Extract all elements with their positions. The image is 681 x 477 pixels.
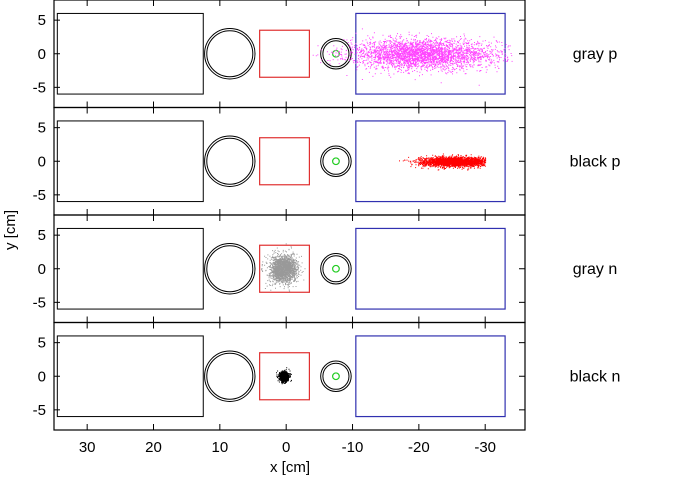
small-ring-outer <box>320 37 352 70</box>
scatter-cloud <box>261 243 306 292</box>
y-tick-label: 0 <box>38 46 46 63</box>
y-tick-label: 0 <box>38 153 46 170</box>
small-ring-outer <box>320 145 352 178</box>
large-ring-outer <box>204 28 256 80</box>
large-ring-outer <box>204 243 256 295</box>
x-tick-label: -10 <box>342 439 364 456</box>
x-tick-label: -30 <box>474 439 496 456</box>
target-box <box>259 244 311 293</box>
y-tick-label: -5 <box>33 402 46 419</box>
large-ring-inner <box>206 30 254 78</box>
scatter-points <box>276 367 292 385</box>
panel-label: gray n <box>573 261 617 278</box>
left-box <box>56 335 204 418</box>
small-ring-outer <box>320 360 352 393</box>
large-ring-inner <box>206 352 254 400</box>
y-tick-label: 5 <box>38 120 46 137</box>
target-box <box>259 352 311 401</box>
beam-spot <box>332 157 340 166</box>
scatter-points <box>312 28 513 86</box>
y-axis-label: y [cm] <box>2 210 19 250</box>
large-ring-inner <box>206 245 254 293</box>
left-box <box>56 227 204 310</box>
beam-spot <box>332 264 340 273</box>
small-ring-inner <box>322 255 350 283</box>
left-box <box>56 120 204 203</box>
small-ring-inner <box>322 147 350 175</box>
panel-label: gray p <box>573 46 618 63</box>
y-tick-label: 0 <box>38 368 46 385</box>
y-tick-label: 0 <box>38 261 46 278</box>
panel-label: black p <box>570 153 621 170</box>
y-tick-label: -5 <box>33 79 46 96</box>
x-tick-label: 20 <box>145 439 162 456</box>
panel-gray-p: 5 0 -5 gray p <box>33 0 618 109</box>
panels: 5 0 -5 gray p 5 0 -5 black p 5 0 -5 gray n 5 0 -5 black… <box>33 0 621 431</box>
small-ring-inner <box>322 40 350 68</box>
scatter-cloud <box>312 28 513 86</box>
panel-frame <box>53 0 526 109</box>
large-ring-outer <box>204 350 256 402</box>
x-axis-label: x [cm] <box>270 459 310 476</box>
x-tick-label: -20 <box>408 439 430 456</box>
x-tick-label: 0 <box>282 439 290 456</box>
detector-box <box>355 335 506 418</box>
scatter-points <box>261 243 306 292</box>
scatter-points <box>399 153 487 171</box>
small-ring-inner <box>322 362 350 390</box>
large-ring-inner <box>206 137 254 185</box>
target-box <box>259 29 311 78</box>
left-box <box>56 12 204 95</box>
target-box <box>259 137 311 186</box>
detector-box <box>355 120 506 203</box>
y-tick-label: 5 <box>38 227 46 244</box>
panel-black-p: 5 0 -5 black p <box>33 106 621 216</box>
small-ring-outer <box>320 252 352 285</box>
y-tick-label: 5 <box>38 12 46 29</box>
y-tick-label: -5 <box>33 187 46 204</box>
y-tick-label: -5 <box>33 294 46 311</box>
scatter-cloud <box>399 153 487 171</box>
x-tick-label: 10 <box>212 439 229 456</box>
x-tick-label: 30 <box>79 439 96 456</box>
detector-box <box>355 227 506 310</box>
panel-black-n: 5 0 -5 black n <box>33 321 621 431</box>
scatter-cloud <box>276 367 292 385</box>
panel-label: black n <box>570 368 621 385</box>
large-ring-outer <box>204 135 256 187</box>
y-tick-label: 5 <box>38 335 46 352</box>
beam-spot <box>332 372 340 381</box>
panel-gray-n: 5 0 -5 gray n <box>33 214 617 324</box>
x-axis-tick-labels: 30 20 10 0 -10 -20 -30 <box>79 439 496 456</box>
